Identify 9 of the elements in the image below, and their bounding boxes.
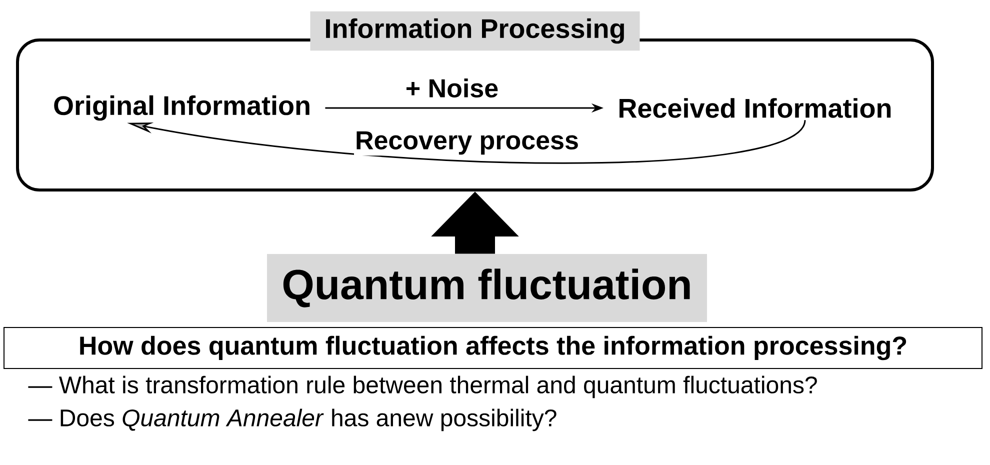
node-label: Information Processing: [326, 18, 624, 44]
edge-label: + Noise: [404, 77, 500, 99]
node-label: Received Information: [620, 98, 891, 118]
question-box: How does quantum fluctuation affects the information processing?: [4, 327, 982, 369]
edge-label: Recovery process: [354, 130, 580, 156]
note-text: — What is transformation rule between thermal and quantum fluctuations?: [28, 376, 817, 398]
title-box: Quantum fluctuation: [267, 254, 707, 322]
node-label: Original Information: [54, 95, 310, 121]
note-text: — Does Quantum Annealer has anew possibility?: [28, 408, 556, 432]
